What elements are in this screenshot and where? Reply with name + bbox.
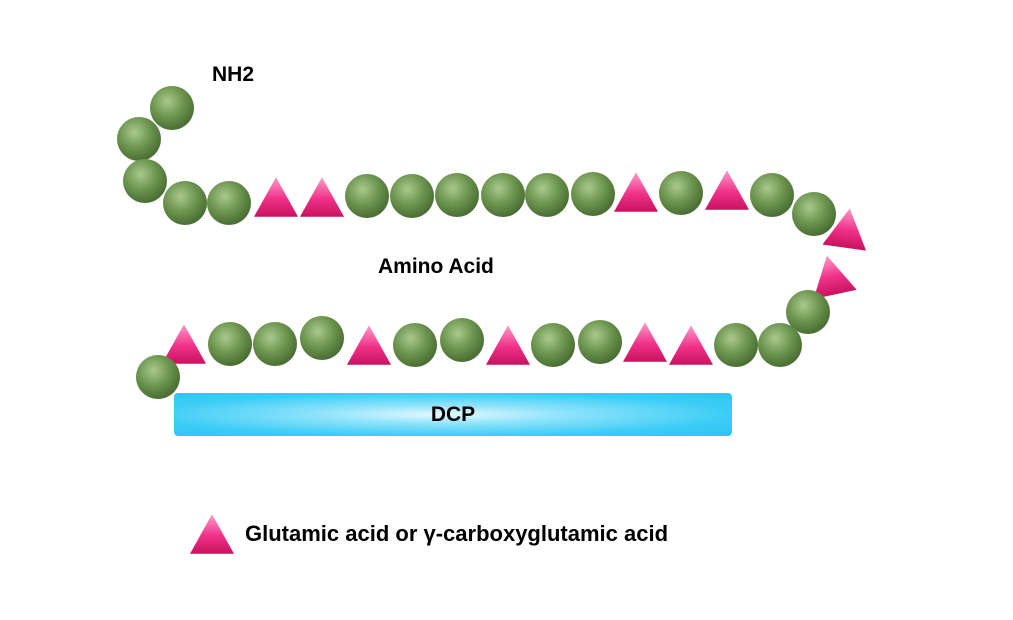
- amino-acid-residue: [659, 171, 703, 215]
- amino-acid-residue: [758, 323, 802, 367]
- glutamic-acid-residue: [254, 177, 298, 217]
- amino-acid-residue: [253, 322, 297, 366]
- amino-acid-residue: [208, 322, 252, 366]
- amino-acid-label: Amino Acid: [378, 255, 494, 278]
- amino-acid-residue: [390, 174, 434, 218]
- amino-acid-residue: [750, 173, 794, 217]
- glutamic-acid-residue: [822, 208, 867, 251]
- glutamic-acid-residue: [486, 325, 530, 365]
- amino-acid-residue: [136, 355, 180, 399]
- glutamic-acid-residue: [614, 172, 658, 212]
- nh2-terminus-label: NH2: [212, 63, 255, 86]
- dcp-bar: DCP: [174, 393, 732, 436]
- glutamic-acid-residue: [300, 177, 344, 217]
- glutamic-acid-residue: [669, 325, 713, 365]
- glutamic-acid-residue: [347, 325, 391, 365]
- legend-text: Glutamic acid or γ-carboxyglutamic acid: [245, 521, 669, 546]
- amino-acid-residue: [578, 320, 622, 364]
- amino-acid-residue: [786, 290, 830, 334]
- amino-acid-residue: [393, 323, 437, 367]
- amino-acid-residue: [571, 172, 615, 216]
- amino-acid-residue: [525, 173, 569, 217]
- amino-acid-residue: [792, 192, 836, 236]
- amino-acid-residue: [531, 323, 575, 367]
- legend-triangle: [190, 514, 234, 554]
- amino-acid-residue: [117, 117, 161, 161]
- glutamic-acid-residue: [705, 170, 749, 210]
- amino-acid-residue: [440, 318, 484, 362]
- dcp-label: DCP: [430, 403, 476, 426]
- amino-acid-residue: [714, 323, 758, 367]
- amino-acid-residue: [345, 174, 389, 218]
- amino-acid-residue: [481, 173, 525, 217]
- amino-acid-residue: [150, 86, 194, 130]
- amino-acid-residue: [435, 173, 479, 217]
- amino-acid-residue: [300, 316, 344, 360]
- glutamic-acid-residue: [162, 324, 206, 364]
- amino-acid-residue: [163, 181, 207, 225]
- triangle-icon: [190, 514, 234, 554]
- amino-acid-residue: [207, 181, 251, 225]
- amino-acid-residue: [123, 159, 167, 203]
- glutamic-acid-residue: [813, 255, 857, 299]
- glutamic-acid-residue: [623, 322, 667, 362]
